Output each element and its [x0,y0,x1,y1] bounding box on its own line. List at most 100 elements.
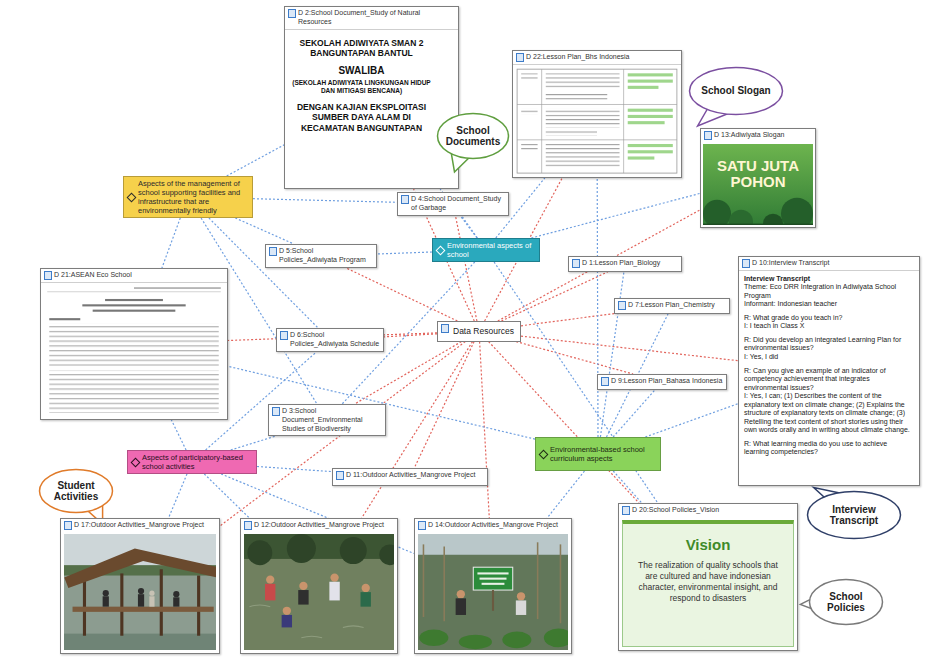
theme-label: Aspects of participatory-based school ac… [142,453,252,471]
dotted-connector [220,342,465,526]
dotted-connector [162,218,180,268]
transcript-text: I: Yes, I did [744,353,914,362]
dotted-connector [645,404,738,437]
dotted-connector [461,216,477,239]
callout-ellipse [810,580,883,625]
transcript-text: I: Yes, I can; (1) Describes the content… [744,392,914,435]
photo-card: D 17:Outdoor Activities_Mangrove Project [60,518,220,654]
document-title: D 4:School Document_Study of Garbage [398,193,508,215]
document-body: Interview TranscriptTheme: Eco DRR Integ… [739,270,919,485]
document-title: D 12:Outdoor Activities_Mangrove Project [241,519,397,532]
document-card: D 4:School Document_Study of Garbage [397,192,509,216]
document-card: D 21:ASEAN Eco School [40,268,228,420]
document-title: D 11:Outdoor Activities_Mangrove Project [333,469,487,482]
theme-label: Aspects of the management of school supp… [138,179,248,215]
callout-ellipse [690,68,783,115]
slide-text: Vision [631,536,785,553]
document-text: (SEKOLAH ADIWIYATA LINGKUNGAN HIDUP DAN … [291,79,432,95]
dotted-connector [235,218,294,244]
photo-card: D 12:Outdoor Activities_Mangrove Project [240,518,398,654]
slide-card: D 20:School Policies_VisionVisionThe rea… [618,503,798,651]
transcript-text: R: Can you give an example of an indicat… [744,367,914,393]
mangrove-photo [244,534,394,650]
document-text: DENGAN KAJIAN EKSPLOITASI SUMBER DAYA AL… [291,102,432,134]
document-page [41,283,227,419]
document-card: D 1:Lesson Plan_Biology [568,256,682,272]
slide-text: The realization of quality schools that … [631,560,785,604]
callout-ellipse [438,114,509,159]
theme-tag: Aspects of participatory-based school ac… [127,450,257,474]
photo-card: D 14:Outdoor Activities_Mangrove Project [414,518,572,654]
document-title: D 3:School Document_Environmental Studie… [269,405,385,435]
transcript-text: I: I teach in Class X [744,322,914,331]
document-title: D 5:School Policies_Adiwiyata Program [266,245,376,267]
document-text: SWALIBA [291,65,432,78]
document-body [418,534,568,650]
document-card: D 6:School Policies_Adiwiyata Schedule [276,328,384,352]
dotted-connector [521,336,738,361]
speech-callout: School Slogan [688,66,784,116]
transcript-text: R: What learning media do you use to ach… [744,440,914,457]
dotted-connector [377,252,432,254]
theme-tag: Environmental-based school curriculum as… [535,437,661,471]
speech-callout: School Policies [808,578,884,626]
dotted-connector [455,216,477,322]
dotted-connector [227,145,284,176]
dotted-connector [171,420,186,450]
document-body [64,534,216,650]
theme-tag: Environmental aspects of school [432,238,540,262]
document-title: D 9:Lesson Plan_Bahasa Indonesia [598,375,726,388]
dotted-connector [384,334,437,337]
document-card: D 11:Outdoor Activities_Mangrove Project [332,468,488,486]
transcript-text: Informant: Indonesian teacher [744,300,914,309]
speech-callout: School Documents [436,112,510,160]
document-title: D 13:Adiwiyata Slogan [701,129,815,142]
document-title: D 17:Outdoor Activities_Mangrove Project [61,519,219,532]
dotted-connector [257,467,332,472]
callout-text: Student Activities [46,480,107,503]
document-body: SEKOLAH ADIWIYATA SMAN 2 BANGUNTAPAN BAN… [285,29,458,189]
document-title: D 10:Interview Transcript [739,257,919,270]
theme-label: Environmental-based school curriculum as… [550,445,656,463]
transcript-text: R: What grade do you teach in? [744,314,914,323]
dotted-connector [228,366,535,439]
speech-callout: Student Activities [38,468,114,514]
document-text: SEKOLAH ADIWIYATA SMAN 2 BANGUNTAPAN BAN… [291,38,432,59]
dotted-connector [480,342,490,518]
document-body: SATU JUTA POHON [703,144,813,225]
document-title: D 7:Lesson Plan_Chemistry [615,299,729,312]
dotted-connector [531,193,700,238]
document-title: D 6:School Policies_Adiwiyata Schedule [277,329,383,351]
document-body [513,64,681,177]
dotted-connector [516,342,633,374]
document-title: D 2:School Document_Study of Natural Res… [285,7,458,29]
document-title: D 21:ASEAN Eco School [41,269,227,282]
callout-ellipse [40,470,113,513]
hub-label: Data Resources [438,322,520,341]
dotted-connector [231,436,275,450]
theme-label: Environmental aspects of school [447,241,535,259]
dotted-connector [597,178,599,437]
theme-tag: Aspects of the management of school supp… [123,176,253,218]
document-body [41,282,227,419]
document-title: D 1:Lesson Plan_Biology [569,257,681,270]
document-card: D 5:School Policies_Adiwiyata Program [265,244,377,268]
slogan-text: SATU JUTA POHON [703,144,813,190]
mangrove-photo [418,534,568,650]
dotted-connector [169,474,188,518]
document-card: D 22:Lesson Plan_Bhs Indonesia [512,50,682,178]
document-card: D 13:Adiwiyata Slogan SATU JUTA POHON [700,128,816,228]
callout-text: School Documents [443,125,502,148]
document-card: D 9:Lesson Plan_Bahasa Indonesia [597,374,727,390]
dotted-connector [547,471,584,518]
document-card: D 7:Lesson Plan_Chemistry [614,298,730,314]
speech-callout: Interview Transcript [806,490,902,540]
dotted-connector [600,272,624,437]
document-title: D 22:Lesson Plan_Bhs Indonesia [513,51,681,64]
document-card: D 2:School Document_Study of Natural Res… [284,6,459,189]
dotted-connector [253,199,397,203]
callout-text: School Slogan [698,85,775,97]
document-card: D 10:Interview TranscriptInterview Trans… [738,256,920,486]
dotted-connector [346,268,457,321]
